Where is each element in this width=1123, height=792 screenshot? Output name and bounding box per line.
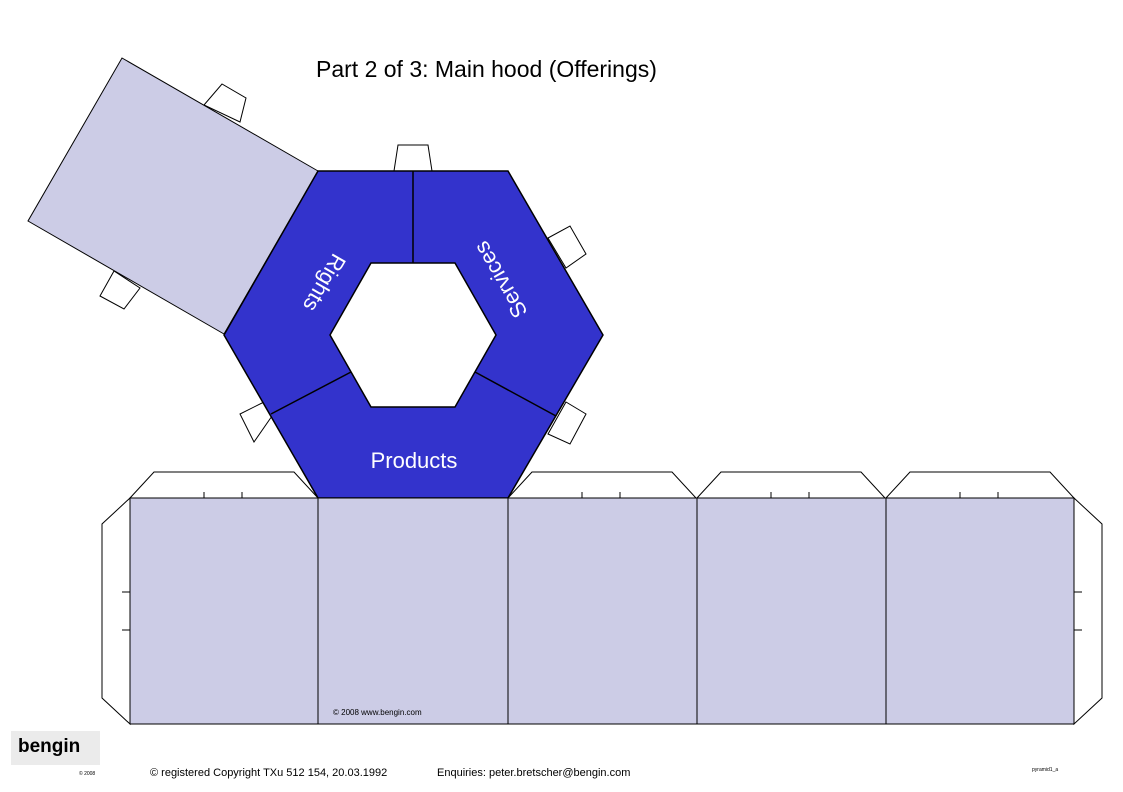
strip-top-tab-3: [506, 471, 698, 499]
side-panel-top-glue-tab: [203, 83, 247, 123]
logo-background: [11, 731, 100, 765]
copyright-notice: © registered Copyright TXu 512 154, 20.0…: [150, 767, 388, 779]
page-code: pyramid1_a: [1032, 767, 1059, 773]
page-title: Part 2 of 3: Main hood (Offerings): [316, 56, 657, 82]
enquiries-contact: Enquiries: peter.bretscher@bengin.com: [437, 767, 631, 779]
hood-panel-1: [129, 497, 319, 725]
segment-label-products: Products: [371, 448, 458, 473]
side-panel-bottom-glue-tab: [99, 270, 141, 310]
hood-panel-4: [696, 497, 887, 725]
logo-year: © 2008: [79, 771, 96, 777]
hex-upper-right-glue-tab: [547, 225, 587, 269]
hexagon-center-hole: [329, 262, 497, 408]
bengin-logo: bengin: [18, 736, 81, 757]
strip-left-glue-tab: [101, 496, 131, 726]
segment-divider-right: [474, 371, 557, 417]
hood-panel-2: [317, 497, 509, 725]
strip-right-glue-tab: [1073, 496, 1103, 726]
strip-top-tab-1: [128, 471, 320, 499]
hood-panel-5: [885, 497, 1075, 725]
strip-top-tab-5: [884, 471, 1076, 499]
strip-top-tab-4: [695, 471, 887, 499]
hex-lower-right-glue-tab: [547, 401, 587, 445]
segment-divider-left: [270, 371, 352, 415]
panel-credit: © 2008 www.bengin.com: [333, 708, 422, 717]
hex-top-glue-tab: [393, 144, 433, 172]
hood-panel-3: [507, 497, 698, 725]
